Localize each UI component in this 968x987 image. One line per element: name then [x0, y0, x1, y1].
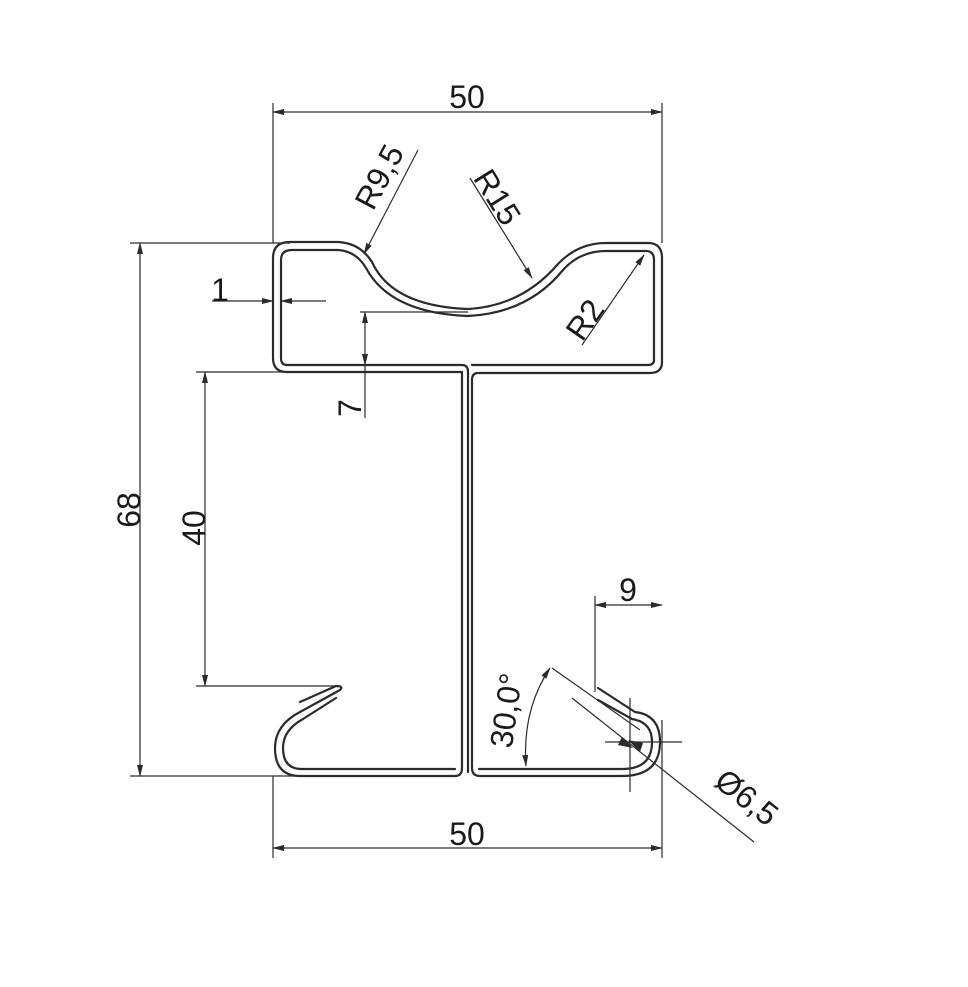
dim-radius-large-groove: R15: [467, 163, 529, 232]
profile-outer-line: [273, 370, 464, 778]
dim-web-height: 40: [176, 510, 212, 546]
dim-radius-small-groove: R9,5: [348, 139, 412, 216]
dim-top-width: 50: [449, 79, 485, 115]
dim-bottom-width: 50: [449, 816, 485, 852]
dim-pocket-depth: 7: [332, 399, 368, 417]
profile-inner-left-foot: [281, 696, 457, 771]
dimension-lines: [130, 103, 755, 858]
profile-inner-web: [284, 363, 470, 774]
dim-overall-height: 68: [111, 492, 147, 528]
profile-outer-top: [271, 240, 664, 778]
dim-hole-diameter: Ø6,5: [708, 762, 785, 833]
dim-radius-corner: R2: [559, 293, 612, 347]
dimension-labels: 50 50 68 40 1 7 9 R9,5 R15 R2 30,0° Ø6,5: [111, 79, 785, 852]
dim-tab-width: 9: [619, 572, 637, 608]
profile-inner-top: [279, 248, 656, 367]
dim-wall-thickness: 1: [211, 272, 229, 308]
dim-hook-angle: 30,0°: [483, 671, 529, 750]
